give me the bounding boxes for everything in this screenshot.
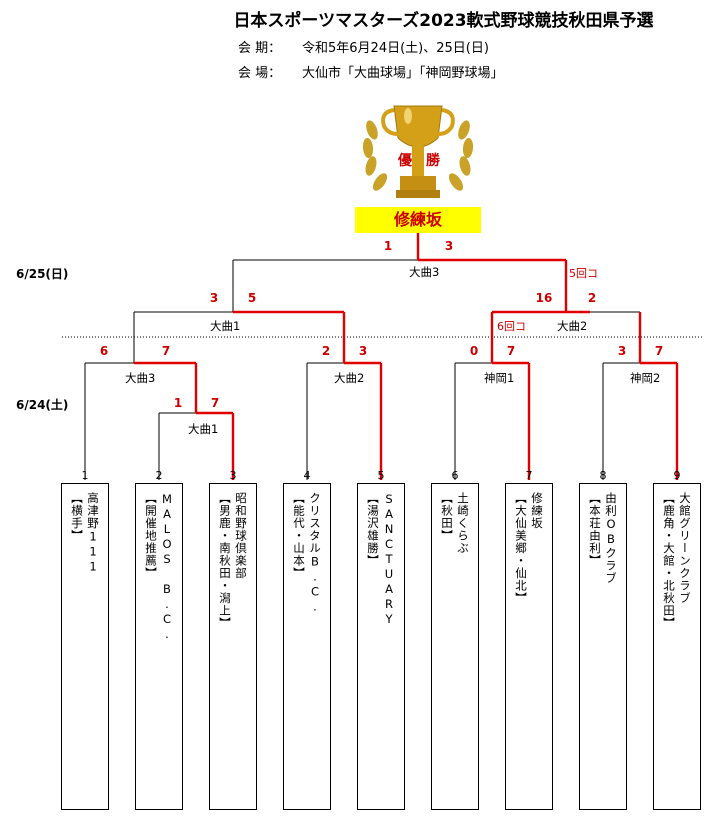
seed-number: 8	[599, 469, 607, 482]
team-region: 【秋田】	[440, 492, 454, 542]
team-region: 【大仙美郷・仙北】	[514, 492, 528, 605]
r1-score-right: 7	[210, 396, 220, 410]
champion-name: 修練坂	[355, 207, 481, 233]
final-score-right: 3	[444, 239, 454, 253]
qf2-venue: 大曲2	[334, 371, 365, 385]
team-box: 【能代・山本】 クリスタルB.C.	[283, 483, 331, 810]
seed-number: 1	[81, 469, 89, 482]
team-box: 【鹿角・大館・北秋田】 大館グリーンクラブ	[653, 483, 701, 810]
team-region: 【湯沢雄勝】	[366, 492, 380, 567]
team-box: 【大仙美郷・仙北】 修練坂	[505, 483, 553, 810]
seed-number: 6	[451, 469, 459, 482]
seed-number: 3	[229, 469, 237, 482]
final-score-left: 1	[383, 239, 393, 253]
trophy-text-1: 優	[398, 153, 412, 169]
team-name: クリスタルB.C.	[308, 492, 322, 615]
seed-number: 7	[525, 469, 533, 482]
seed-number: 4	[303, 469, 311, 482]
team-region: 【本荘由利】	[588, 492, 602, 567]
venue-label: 会 場：	[238, 66, 282, 81]
team-box: 【秋田】 土崎くらぶ	[431, 483, 479, 810]
qf1-score-right: 7	[161, 344, 171, 358]
semi-left-score-right: 5	[247, 291, 257, 305]
team-name: 高津野111	[86, 492, 100, 575]
team-box: 【本荘由利】 由利OBクラブ	[579, 483, 627, 810]
trophy-icon: 優 勝	[358, 100, 478, 205]
qf1-score-left: 6	[99, 344, 109, 358]
semi-left-score-left: 3	[209, 291, 219, 305]
qf3-score-left: 0	[469, 344, 479, 358]
r1-score-left: 1	[173, 396, 183, 410]
period-value: 令和5年6月24日(土)、25日(日)	[302, 41, 489, 56]
final-innings: 5回コ	[569, 267, 598, 280]
trophy-text-2: 勝	[426, 153, 440, 169]
seed-number: 5	[377, 469, 385, 482]
qf3-score-right: 7	[506, 344, 516, 358]
semi-right-score-right: 2	[587, 291, 597, 305]
seed-number: 9	[673, 469, 681, 482]
team-region: 【男鹿・南秋田・潟上】	[218, 492, 232, 630]
qf4-score-right: 7	[654, 344, 664, 358]
r1-venue: 大曲1	[188, 422, 219, 436]
qf4-score-left: 3	[617, 344, 627, 358]
team-box: 【開催地推薦】 MALOS B.C.	[135, 483, 183, 810]
team-box: 【男鹿・南秋田・潟上】 昭和野球倶楽部	[209, 483, 257, 810]
semi-left-venue: 大曲1	[210, 319, 241, 333]
date-day2: 6/25(日)	[16, 267, 69, 281]
page-title: 日本スポーツマスターズ2023軟式野球競技秋田県予選	[233, 11, 654, 31]
qf3-venue: 神岡1	[484, 371, 515, 385]
seed-number: 2	[155, 469, 163, 482]
team-name: MALOS B.C.	[160, 492, 174, 642]
final-venue: 大曲3	[409, 265, 440, 279]
semi-right-score-left: 16	[535, 291, 553, 305]
team-name: 大館グリーンクラブ	[678, 492, 692, 605]
qf4-venue: 神岡2	[630, 371, 661, 385]
team-box: 【湯沢雄勝】 SANCTUARY	[357, 483, 405, 810]
period-label: 会 期：	[238, 41, 282, 56]
team-region: 【横手】	[70, 492, 84, 542]
qf1-venue: 大曲3	[125, 371, 156, 385]
team-name: 昭和野球倶楽部	[234, 492, 248, 580]
semi-right-venue: 大曲2	[557, 319, 588, 333]
semi-right-innings: 6回コ	[497, 320, 526, 333]
venue-value: 大仙市「大曲球場」「神岡野球場」	[302, 66, 504, 81]
team-region: 【能代・山本】	[292, 492, 306, 580]
team-name: 由利OBクラブ	[604, 492, 618, 585]
team-box: 【横手】 高津野111	[61, 483, 109, 810]
qf2-score-right: 3	[358, 344, 368, 358]
team-region: 【鹿角・大館・北秋田】	[662, 492, 676, 630]
team-name: 修練坂	[530, 492, 544, 530]
team-region: 【開催地推薦】	[144, 492, 158, 580]
team-name: SANCTUARY	[382, 492, 396, 627]
qf2-score-left: 2	[321, 344, 331, 358]
team-name: 土崎くらぶ	[456, 492, 470, 555]
date-day1: 6/24(土)	[16, 398, 69, 412]
